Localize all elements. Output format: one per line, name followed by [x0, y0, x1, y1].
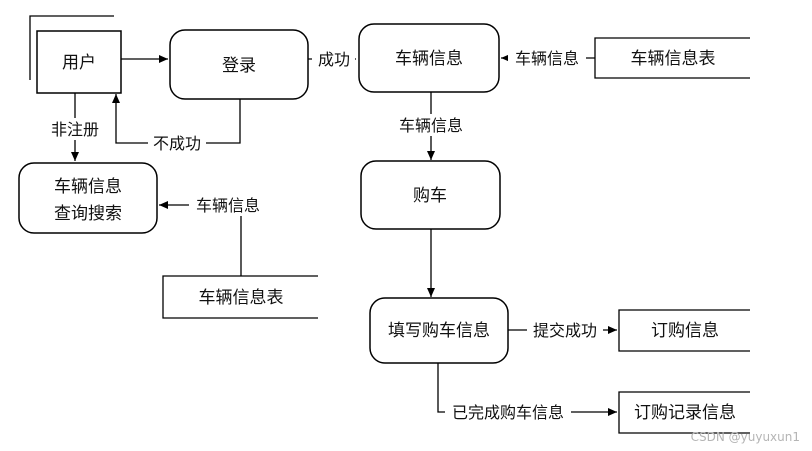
process-cart: [360, 160, 501, 230]
edge-label-vehicle-info-to-cart: 车辆信息: [399, 116, 463, 135]
watermark: CSDN @yuyuxun1: [691, 430, 800, 444]
edge-label-fail: 不成功: [153, 134, 201, 153]
store-vehicle-table-bottom-label: 车辆信息表: [199, 288, 284, 308]
store-order-info-label: 订购信息: [651, 321, 719, 341]
edge-label-success: 成功: [318, 50, 350, 69]
user-label: 用户: [62, 53, 96, 73]
process-login-label: 登录: [222, 56, 256, 76]
user-entity: [36, 30, 122, 94]
store-order-record-label: 订购记录信息: [634, 403, 736, 423]
process-vehicle-search-line1: 车辆信息: [54, 177, 122, 197]
store-order-info: [618, 309, 750, 352]
edge-label-vehicle-info-to-search: 车辆信息: [196, 196, 260, 215]
process-vehicle-search: [18, 162, 158, 234]
process-cart-label: 购车: [413, 186, 447, 206]
store-vehicle-table-top: [594, 37, 750, 79]
store-vehicle-table-top-label: 车辆信息表: [631, 49, 716, 69]
edge-label-not-registered: 非注册: [51, 120, 99, 139]
edge-label-submit-success: 提交成功: [533, 321, 597, 340]
user-entity-shadow: [29, 15, 114, 80]
store-vehicle-table-bottom: [162, 275, 318, 319]
process-vehicle-info: [358, 23, 500, 93]
process-login: [169, 29, 309, 100]
store-order-record: [618, 391, 750, 434]
edge-label-vehicle-info-from-table: 车辆信息: [515, 49, 579, 68]
process-vehicle-info-label: 车辆信息: [395, 49, 463, 69]
edge-label-completed: 已完成购车信息: [452, 403, 564, 422]
process-fill-info-label: 填写购车信息: [388, 321, 490, 341]
process-vehicle-search-line2: 查询搜索: [54, 204, 122, 224]
process-fill-info: [369, 297, 509, 364]
